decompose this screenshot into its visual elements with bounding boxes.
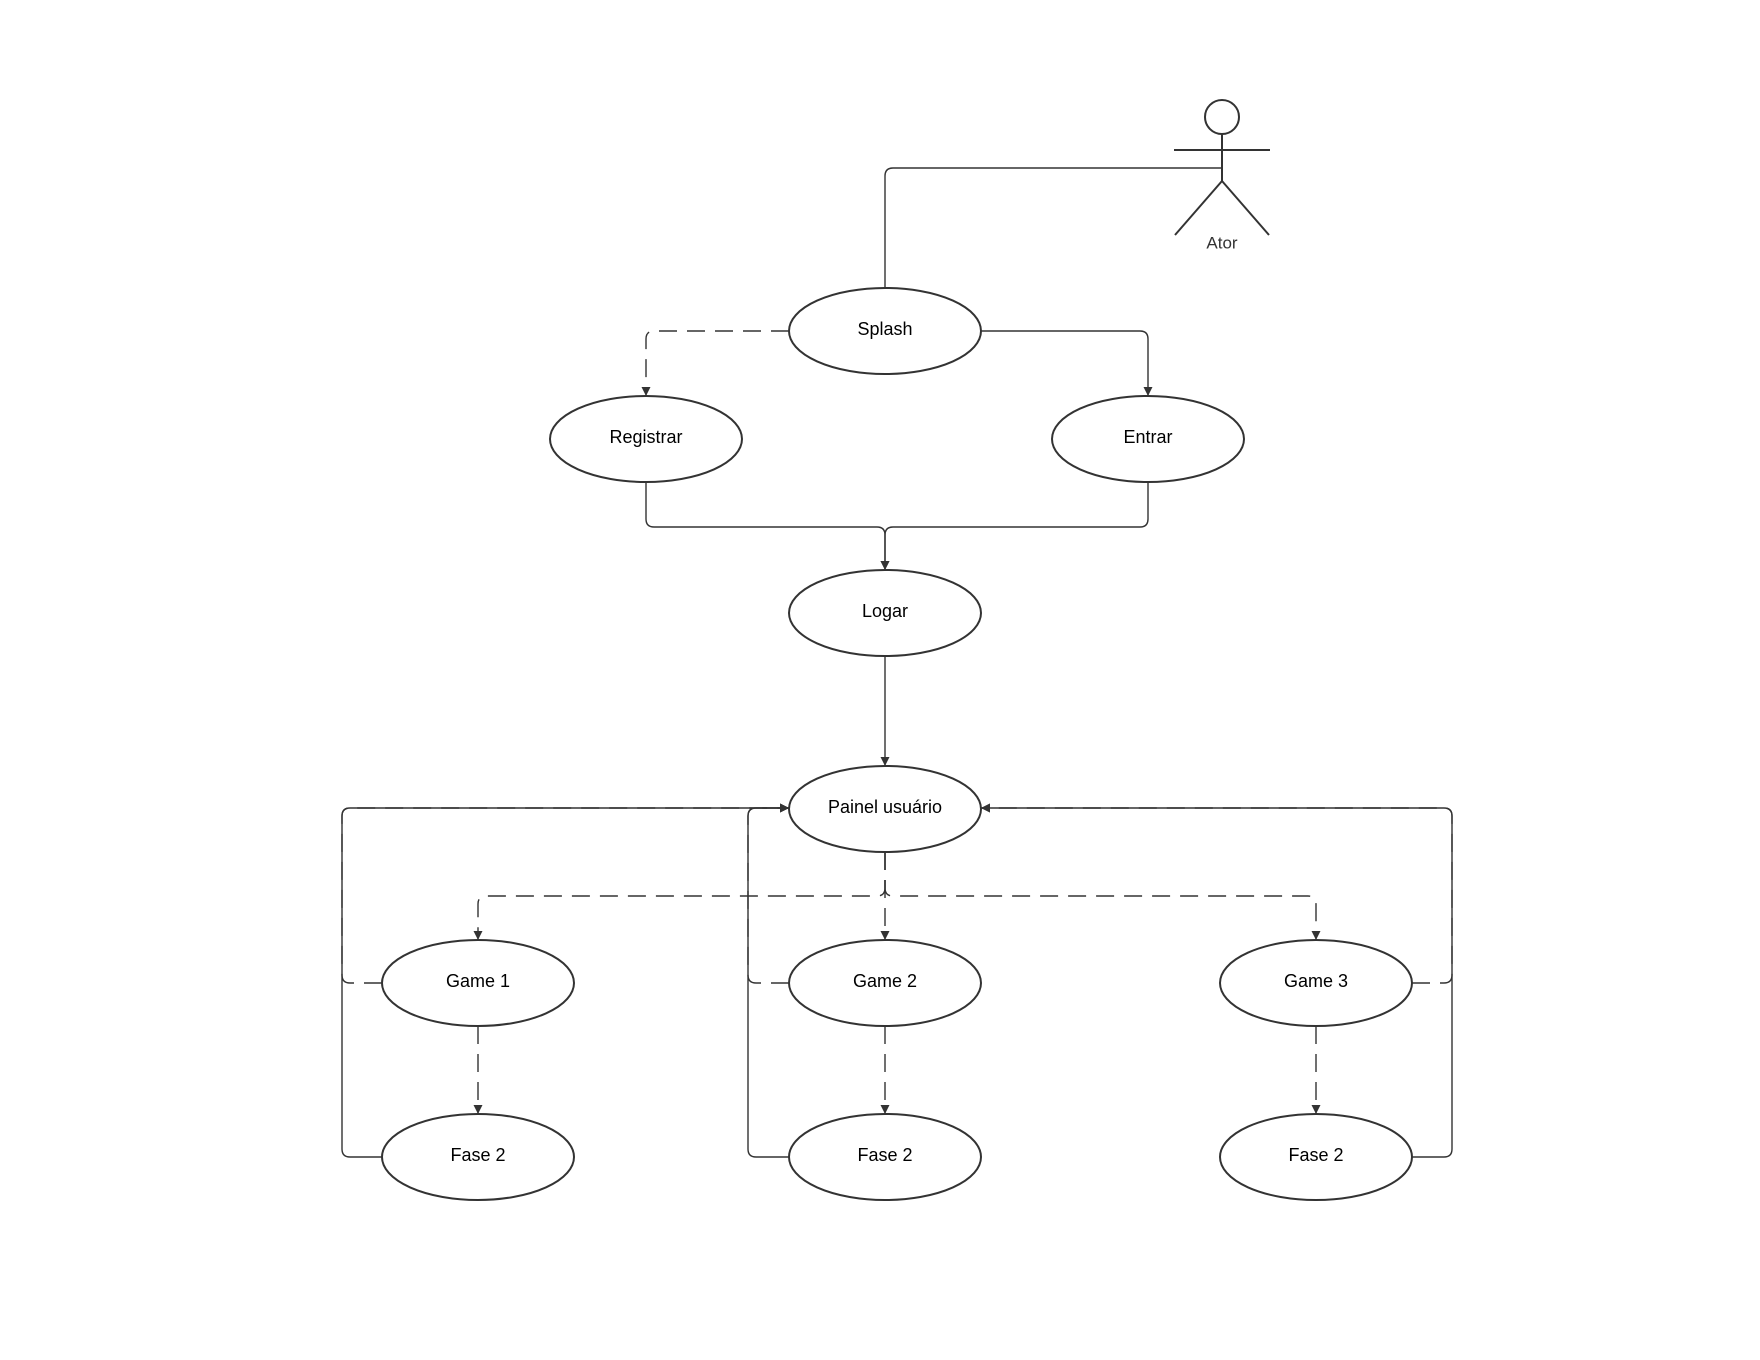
edge-entrar-to-logar	[880, 482, 1149, 570]
node-splash[interactable]: Splash	[788, 287, 982, 375]
node-fase-game-3[interactable]: Fase 2	[1219, 1113, 1413, 1201]
node-fase-game-2-shape	[788, 1113, 982, 1201]
node-fase-game-2-label: Fase 2	[857, 1145, 912, 1165]
node-game-1[interactable]: Game 1	[381, 939, 575, 1027]
node-game-2[interactable]: Game 2	[788, 939, 982, 1027]
node-registrar-shape	[549, 395, 743, 483]
actor-head	[1204, 99, 1240, 135]
node-painel-usuario-label: Painel usuário	[828, 797, 942, 817]
actor-left-leg	[1174, 180, 1223, 236]
node-entrar[interactable]: Entrar	[1051, 395, 1245, 483]
node-entrar-shape	[1051, 395, 1245, 483]
node-fase-game-3-shape	[1219, 1113, 1413, 1201]
node-game-2-label: Game 2	[853, 971, 917, 991]
actor-right-leg	[1221, 180, 1270, 236]
node-fase-game-1-label: Fase 2	[450, 1145, 505, 1165]
node-splash-label: Splash	[857, 319, 912, 339]
edge-painel-to-game3	[884, 852, 1321, 940]
node-painel-usuario[interactable]: Painel usuário	[788, 765, 982, 853]
edge-fase3-to-painel	[981, 803, 1453, 1158]
actor-ator[interactable]: Ator	[1174, 99, 1270, 252]
node-game-1-shape	[381, 939, 575, 1027]
actor-label: Ator	[1206, 233, 1238, 252]
node-game-3-shape	[1219, 939, 1413, 1027]
node-logar-shape	[788, 569, 982, 657]
node-splash-shape	[788, 287, 982, 375]
edge-fase1-to-painel	[341, 803, 789, 1158]
edge-splash-to-registrar	[641, 330, 789, 396]
node-painel-usuario-shape	[788, 765, 982, 853]
node-entrar-label: Entrar	[1123, 427, 1172, 447]
node-fase-game-3-label: Fase 2	[1288, 1145, 1343, 1165]
edge-painel-to-game1	[473, 852, 886, 940]
edge-splash-to-entrar	[981, 330, 1153, 396]
node-logar[interactable]: Logar	[788, 569, 982, 657]
node-registrar[interactable]: Registrar	[549, 395, 743, 483]
edge-registrar-to-logar	[645, 482, 890, 570]
node-logar-label: Logar	[862, 601, 908, 621]
edges-layer	[341, 167, 1453, 1158]
node-game-3[interactable]: Game 3	[1219, 939, 1413, 1027]
node-game-3-label: Game 3	[1284, 971, 1348, 991]
node-fase-game-2[interactable]: Fase 2	[788, 1113, 982, 1201]
node-game-1-label: Game 1	[446, 971, 510, 991]
node-game-2-shape	[788, 939, 982, 1027]
node-fase-game-1-shape	[381, 1113, 575, 1201]
node-registrar-label: Registrar	[609, 427, 682, 447]
edge-fase2-to-painel	[747, 803, 789, 1158]
node-fase-game-1[interactable]: Fase 2	[381, 1113, 575, 1201]
edge-ator-to-splash	[884, 167, 1222, 288]
